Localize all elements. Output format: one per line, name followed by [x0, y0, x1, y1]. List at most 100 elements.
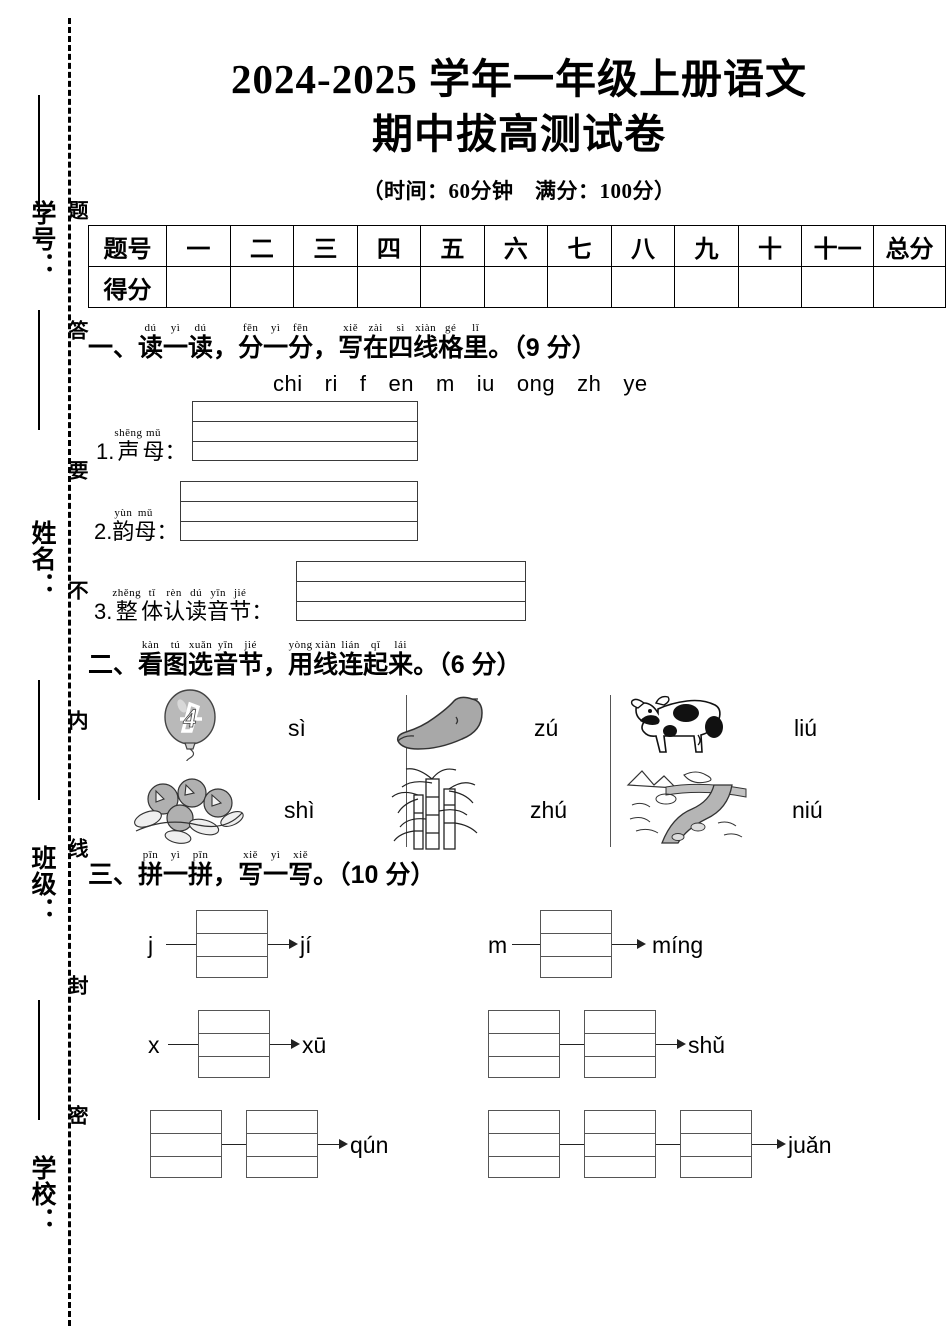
grid-line: [193, 421, 417, 423]
letter-item-0: chi: [273, 371, 303, 397]
picture-foot-icon[interactable]: [384, 695, 500, 762]
score-cell-7[interactable]: [547, 266, 612, 309]
syllable-option-niu[interactable]: niú: [792, 796, 823, 823]
grid-line: [297, 581, 525, 583]
score-cell-5[interactable]: [420, 266, 485, 309]
q1-sub2-index: 2.: [94, 519, 113, 545]
score-col-3: 三: [293, 225, 358, 268]
arrow-icon: [777, 1139, 786, 1150]
connector-line: [166, 944, 196, 946]
letter-item-4: m: [435, 371, 455, 397]
arrow-icon: [291, 1039, 300, 1050]
syllable-option-shi[interactable]: shì: [284, 796, 315, 823]
score-col-11: 十一: [801, 225, 875, 268]
spell-box-ming[interactable]: [540, 910, 612, 979]
paper-body: 2024-2025 学年一年级上册语文 期中拔高测试卷 （时间：60分钟 满分：…: [87, 0, 950, 1344]
score-cell-2[interactable]: [229, 266, 295, 309]
spell-result-juan: juǎn: [788, 1132, 832, 1159]
spell-box-qun-1[interactable]: [150, 1110, 222, 1179]
q1-answer-grid-yunmu[interactable]: [180, 481, 418, 542]
grid-line: [585, 1156, 655, 1158]
column-separator-2: [610, 694, 611, 847]
score-cell-10[interactable]: [737, 266, 803, 309]
score-cell-6[interactable]: [483, 266, 549, 309]
spell-box-juan-1[interactable]: [488, 1110, 560, 1179]
syllable-option-si[interactable]: sì: [288, 714, 306, 741]
syllable-option-zu[interactable]: zú: [534, 714, 559, 741]
score-cell-total[interactable]: [873, 266, 946, 309]
picture-bamboo-icon[interactable]: [384, 761, 494, 856]
picture-persimmons-icon[interactable]: [128, 769, 248, 850]
score-cell-11[interactable]: [801, 266, 875, 309]
score-cell-1[interactable]: [166, 266, 231, 309]
picture-balloon-four-icon[interactable]: 4: [150, 689, 236, 767]
picture-cow-icon[interactable]: [628, 691, 746, 766]
question-3-score: 。（10 分）: [313, 860, 436, 889]
q1-answer-grid-zhengti[interactable]: [296, 561, 526, 622]
spell-box-qun-2[interactable]: [246, 1110, 318, 1179]
letter-item-6: ong: [516, 371, 556, 397]
question-2-number: 二、: [88, 651, 139, 680]
q1-answer-grid-shengmu[interactable]: [192, 401, 418, 462]
seal-rule-2: [38, 310, 40, 430]
grid-line: [489, 1133, 559, 1135]
seal-char-xian: 线: [65, 838, 87, 858]
exam-meta: （时间：60分钟 满分：100分）: [362, 179, 676, 204]
score-cell-9[interactable]: [674, 266, 739, 309]
grid-line: [489, 1033, 559, 1035]
connector-line: [656, 1044, 678, 1046]
spell-box-ji[interactable]: [196, 910, 268, 979]
syllable-option-liu[interactable]: liú: [794, 714, 818, 741]
spell-result-ming: míng: [652, 932, 704, 959]
student-name-label: 姓名：: [28, 520, 56, 598]
score-cell-3[interactable]: [293, 266, 358, 309]
grid-line: [489, 1056, 559, 1058]
spell-box-juan-2[interactable]: [584, 1110, 656, 1179]
score-cell-4[interactable]: [356, 266, 422, 309]
letter-item-3: en: [388, 371, 414, 397]
syllable-option-zhu[interactable]: zhú: [530, 796, 568, 823]
q1-char-7: ，: [313, 334, 339, 363]
grid-line: [585, 1133, 655, 1135]
q1-sub1-colon: ：: [164, 439, 187, 465]
seal-char-nei: 内: [65, 710, 87, 730]
spell-box-shu-1[interactable]: [488, 1010, 560, 1079]
connector-line: [560, 1144, 584, 1146]
score-col-9: 九: [674, 225, 739, 268]
seal-char-mi: 密: [65, 1105, 87, 1125]
score-row-label-points: 得分: [87, 266, 168, 309]
spell-box-xu[interactable]: [198, 1010, 270, 1079]
grid-line: [181, 501, 417, 503]
score-col-4: 四: [356, 225, 422, 268]
spell-box-shu-2[interactable]: [584, 1010, 656, 1079]
connector-line: [222, 1144, 246, 1146]
arrow-icon: [289, 939, 298, 950]
picture-river-icon[interactable]: [626, 764, 750, 850]
score-cell-8[interactable]: [610, 266, 676, 309]
seal-rule-4: [38, 1000, 40, 1120]
grid-line: [247, 1156, 317, 1158]
q1-sub3-index: 3.: [94, 599, 113, 625]
spell-box-juan-3[interactable]: [680, 1110, 752, 1179]
